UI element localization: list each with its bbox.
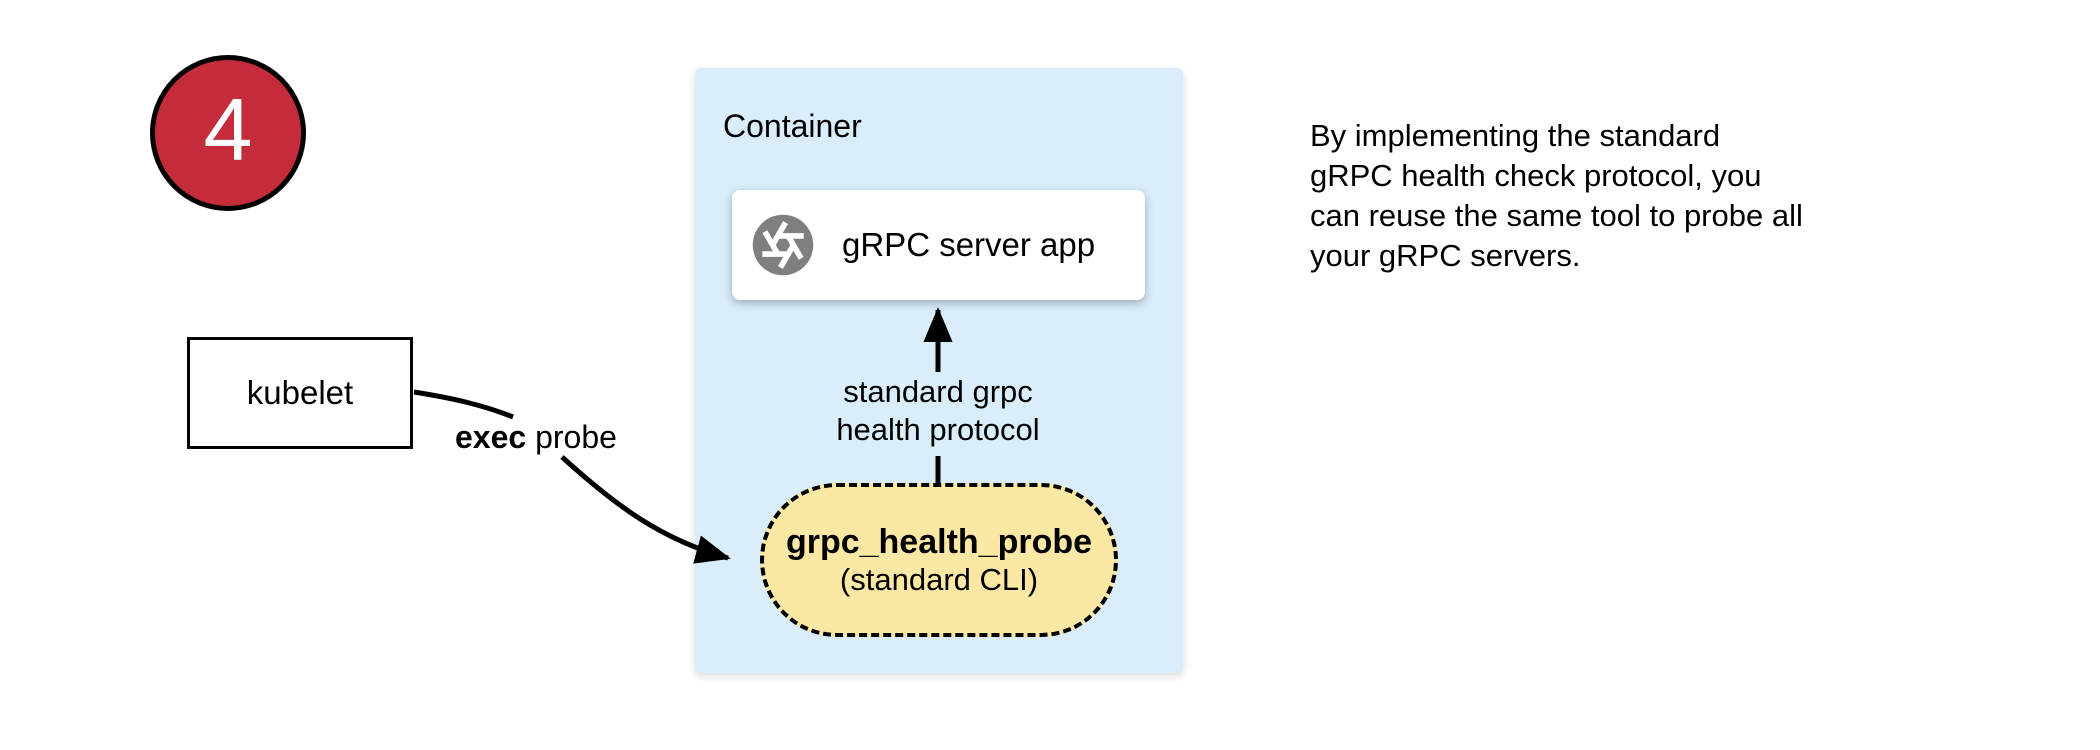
exec-probe-curve-start: [413, 389, 514, 420]
exec-probe-edge-label: exec probe: [455, 419, 617, 456]
step-number: 4: [203, 80, 253, 179]
aperture-icon: [750, 212, 816, 278]
kubelet-node: kubelet: [187, 337, 413, 449]
kubelet-label: kubelet: [246, 374, 354, 411]
grpc-health-probe-subtitle: (standard CLI): [839, 561, 1039, 597]
note-paragraph: By implementing the standard gRPC health…: [1310, 118, 1803, 273]
exec-probe-label-rest: probe: [526, 419, 617, 455]
grpc-health-probe-node: grpc_health_probe (standard CLI): [760, 483, 1118, 637]
grpc-health-probe-title: grpc_health_probe: [785, 522, 1093, 561]
exec-probe-label-bold: exec: [455, 419, 527, 455]
container-title: Container: [723, 108, 862, 144]
step-number-badge: 4: [150, 55, 306, 211]
grpc-server-app-label: gRPC server app: [842, 226, 1096, 263]
protocol-arrow-label: standard grpc health protocol: [836, 374, 1040, 447]
grpc-server-app-node: gRPC server app: [732, 190, 1145, 300]
